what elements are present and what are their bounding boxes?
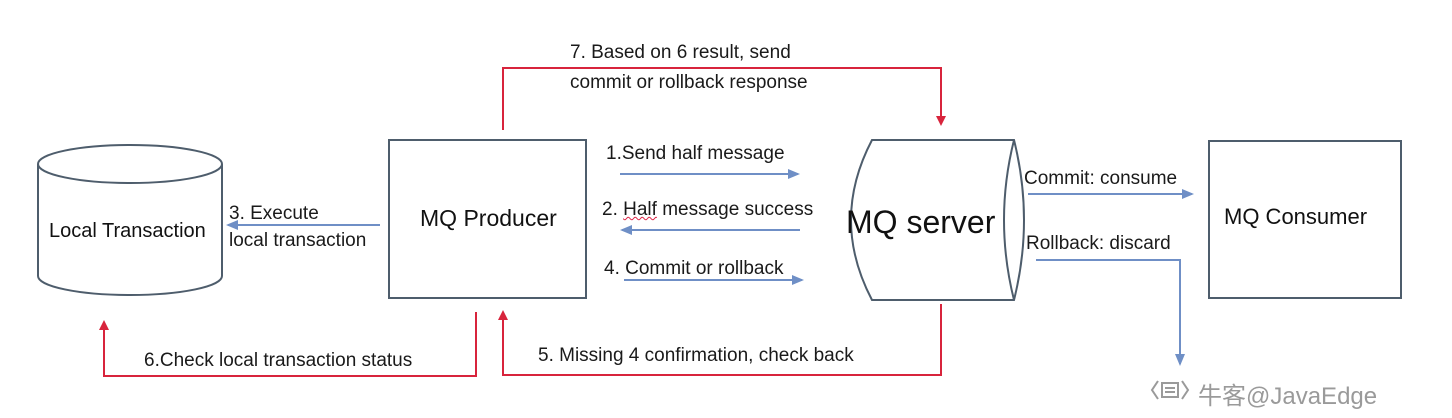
step7-label: 7. Based on 6 result, send commit or rol… — [570, 38, 808, 98]
commit-label: Commit: consume — [1024, 168, 1178, 189]
step2-rest: message success — [656, 199, 814, 220]
mq-consumer-box — [1208, 140, 1402, 299]
mq-server-label: MQ server — [846, 204, 996, 240]
watermark-logo-icon — [1150, 380, 1190, 400]
step7-label-line1: 7. Based on 6 result, send — [570, 42, 791, 63]
step2-prefix: 2. — [602, 199, 624, 220]
step2-label: 2. Half message success — [602, 198, 813, 222]
step6-connector — [99, 312, 477, 377]
step3-label: 3. Execute local transaction — [229, 200, 366, 254]
mq-consumer-label: MQ Consumer — [1224, 204, 1368, 229]
step7-connector — [502, 67, 946, 130]
mq-producer-box — [388, 139, 587, 299]
mq-server-drum — [850, 139, 1025, 301]
step1-label: 1.Send half message — [606, 143, 785, 164]
step4-label: 4. Commit or rollback — [604, 258, 784, 279]
step5-label: 5. Missing 4 confirmation, check back — [538, 345, 854, 366]
rollback-label: Rollback: discard — [1026, 233, 1171, 254]
local-transaction-cylinder — [37, 144, 223, 296]
step2-half-word: Half — [623, 199, 657, 220]
step7-label-line2: commit or rollback response — [570, 72, 808, 93]
step3-label-line2: local transaction — [229, 230, 367, 251]
step5-connector — [498, 304, 942, 376]
step6-label: 6.Check local transaction status — [144, 350, 413, 371]
rollback-arrow — [1036, 259, 1185, 366]
mq-producer-label: MQ Producer — [420, 205, 557, 231]
local-transaction-label: Local Transaction — [49, 220, 206, 242]
step3-label-line1: 3. Execute — [229, 203, 319, 224]
watermark-text: 牛客@JavaEdge — [1198, 383, 1378, 410]
